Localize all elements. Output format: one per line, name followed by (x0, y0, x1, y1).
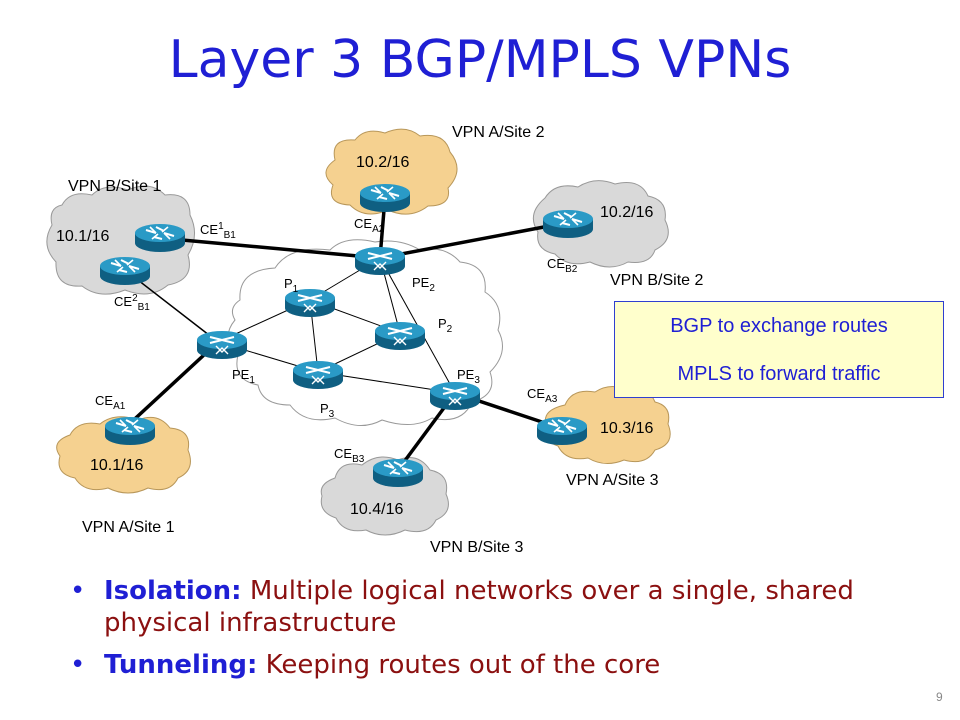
p3-label: P3 (320, 401, 335, 420)
p3-router-icon (292, 360, 344, 390)
bgp-mpls-infobox: BGP to exchange routes MPLS to forward t… (614, 301, 944, 398)
prefix-b3-label: 10.4/16 (350, 501, 403, 518)
bullet-tunneling: • Tunneling: Keeping routes out of the c… (70, 649, 930, 681)
bullet-term: Isolation: (104, 576, 242, 606)
pe2-router-icon (354, 246, 406, 276)
bullet-term: Tunneling: (104, 650, 258, 680)
ce-a3-router-icon (536, 416, 588, 446)
prefix-b1-label: 10.1/16 (56, 228, 109, 245)
vpn-a-site2-label: VPN A/Site 2 (452, 124, 545, 141)
ce-b3-router-icon (372, 458, 424, 488)
pe3-label: PE3 (457, 367, 480, 386)
vpn-a-site2-cloud (325, 128, 458, 215)
vpn-b-site1-label: VPN B/Site 1 (68, 178, 161, 195)
pe3-router-icon (429, 381, 481, 411)
bullet-dot-icon: • (70, 576, 86, 606)
prefix-b2-label: 10.2/16 (600, 204, 653, 221)
ce-b2-label: CEB2 (547, 256, 578, 275)
ce-b1-1-router-icon (134, 223, 186, 253)
ce-b1-2-label: CE2B1 (114, 293, 150, 313)
pe2-label: PE2 (412, 275, 435, 294)
bullet-list: • Isolation: Multiple logical networks o… (70, 575, 930, 691)
vpn-a-site1-label: VPN A/Site 1 (82, 519, 175, 536)
vpn-b-site1-cloud (46, 185, 195, 295)
ce-a2-label: CEA2 (354, 216, 385, 235)
ce-b1-2-router-icon (99, 256, 151, 286)
prefix-a2-label: 10.2/16 (356, 154, 409, 171)
ce-a1-router-icon (104, 416, 156, 446)
p1-label: P1 (284, 276, 299, 295)
page-number: 9 (936, 690, 943, 704)
vpn-b-site2-cloud (532, 180, 669, 268)
ce-b2-router-icon (542, 209, 594, 239)
vpn-b-site3-label: VPN B/Site 3 (430, 539, 523, 556)
bullet-text: Multiple logical networks over a single,… (104, 576, 854, 638)
vpn-a-site1-cloud (56, 416, 191, 494)
infobox-line2: MPLS to forward traffic (677, 363, 881, 385)
pe1-router-icon (196, 330, 248, 360)
slide-title: Layer 3 BGP/MPLS VPNs (168, 30, 792, 90)
bullet-isolation: • Isolation: Multiple logical networks o… (70, 575, 930, 639)
infobox-line1: BGP to exchange routes (670, 315, 888, 337)
vpn-b-site2-label: VPN B/Site 2 (610, 272, 703, 289)
ce-a2-router-icon (359, 183, 411, 213)
p2-router-icon (374, 321, 426, 351)
ce-b3-label: CEB3 (334, 446, 365, 465)
pe1-label: PE1 (232, 367, 255, 386)
bullet-text: Keeping routes out of the core (265, 650, 661, 680)
p2-label: P2 (438, 316, 453, 335)
ce-a3-label: CEA3 (527, 386, 558, 405)
prefix-a1-label: 10.1/16 (90, 457, 143, 474)
bullet-dot-icon: • (70, 650, 86, 680)
ce-a1-label: CEA1 (95, 393, 126, 412)
ce-b1-1-label: CE1B1 (200, 221, 236, 241)
prefix-a3-label: 10.3/16 (600, 420, 653, 437)
vpn-a-site3-label: VPN A/Site 3 (566, 472, 659, 489)
